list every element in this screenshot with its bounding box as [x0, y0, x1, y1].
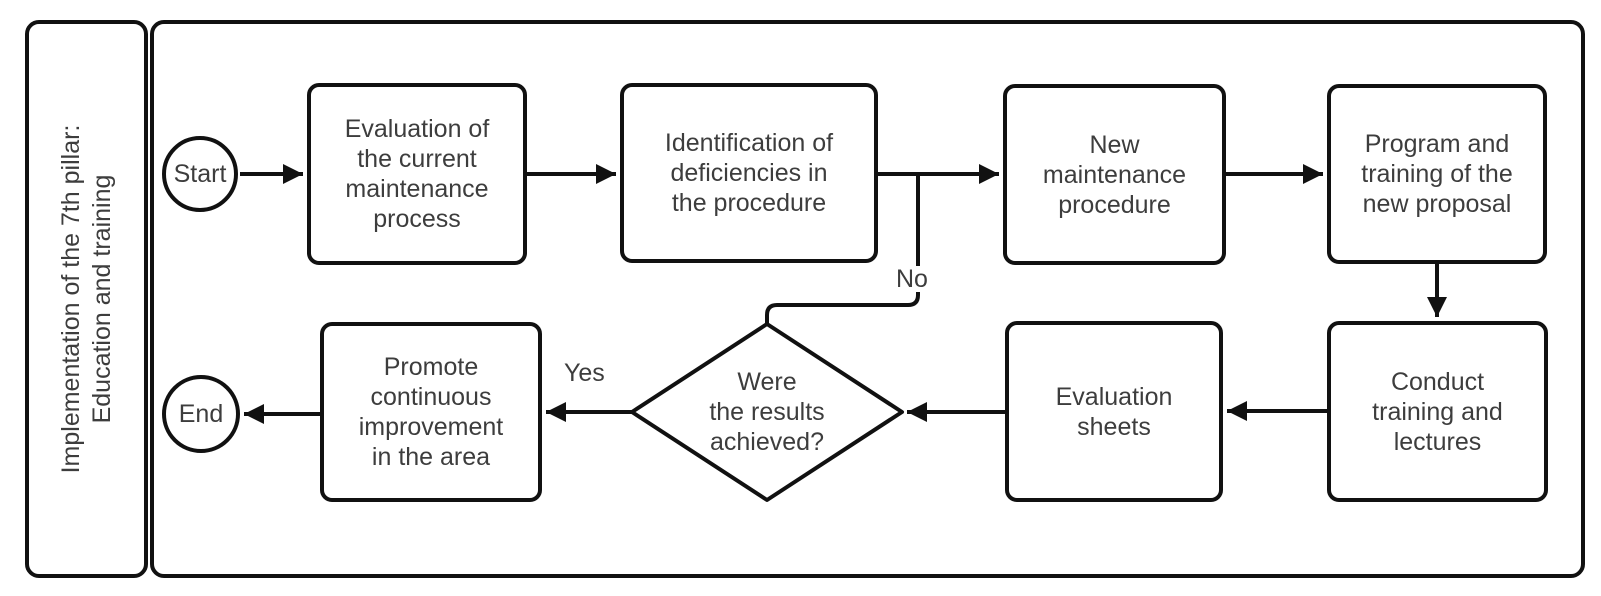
decision-node-label: Were the results achieved?	[709, 368, 825, 456]
decision-diamond-shape	[630, 322, 904, 502]
process-node-label: Evaluation sheets	[1055, 382, 1173, 441]
process-node-new-procedure: New maintenance procedure	[1003, 84, 1226, 265]
edge-decision-no-loopback	[765, 176, 920, 325]
process-node-label: New maintenance procedure	[1042, 130, 1187, 219]
process-node-identification: Identification of deficiencies in the pr…	[620, 83, 878, 263]
process-node-label: Identification of deficiencies in the pr…	[664, 129, 834, 217]
process-node-label: Program and training of the new proposal	[1361, 130, 1513, 218]
end-node-label: End	[178, 400, 224, 428]
start-node: Start	[162, 136, 238, 212]
end-node: End	[162, 375, 240, 453]
decision-node: Were the results achieved?	[625, 317, 909, 507]
process-node-label: Evaluation of the current maintenance pr…	[344, 115, 490, 233]
process-node-evaluation-sheets: Evaluation sheets	[1005, 321, 1223, 502]
process-node-program-training: Program and training of the new proposal	[1327, 84, 1547, 264]
process-node-label: Conduct training and lectures	[1372, 367, 1503, 456]
start-node-label: Start	[173, 160, 227, 188]
edge-label-no: No	[894, 265, 930, 293]
edge-label-yes: Yes	[562, 359, 607, 387]
process-node-label: Promote continuous improvement in the ar…	[358, 353, 504, 471]
process-node-conduct-training: Conduct training and lectures	[1327, 321, 1548, 502]
process-node-evaluation-current: Evaluation of the current maintenance pr…	[307, 83, 527, 265]
swimlane-header: Implementation of the 7th pillar: Educat…	[25, 20, 148, 578]
process-node-promote-improvement: Promote continuous improvement in the ar…	[320, 322, 542, 502]
